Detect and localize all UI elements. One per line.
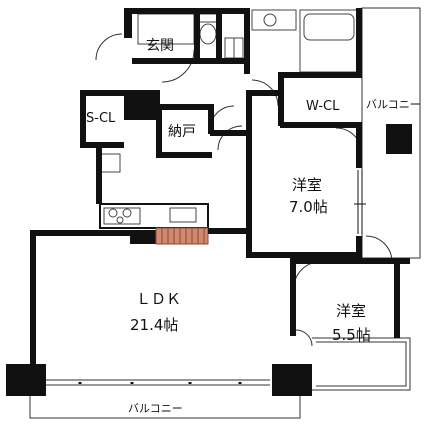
room1-name: 洋室	[292, 176, 322, 194]
room2-size: 5.5帖	[332, 326, 371, 344]
storage-label: 納戸	[168, 124, 196, 140]
balcony-south	[29, 379, 301, 419]
balcony-south-label: バルコニー	[128, 402, 183, 415]
room1-size: 7.0帖	[289, 198, 328, 216]
room2-name: 洋室	[336, 302, 366, 320]
entrance-label: 玄関	[146, 37, 174, 54]
balcony-east-label: バルコニー	[366, 98, 421, 111]
balcony-room2-bay	[312, 337, 411, 391]
window-east	[354, 170, 366, 234]
ldk-size: 21.4帖	[130, 316, 178, 334]
kitchen-counter	[99, 203, 209, 245]
fridge	[99, 153, 121, 173]
walk-in-closet-label: W-CL	[306, 99, 340, 114]
ldk-name: ＬＤＫ	[136, 290, 181, 308]
walls	[6, 8, 412, 396]
shoe-closet-label: S-CL	[86, 111, 116, 126]
